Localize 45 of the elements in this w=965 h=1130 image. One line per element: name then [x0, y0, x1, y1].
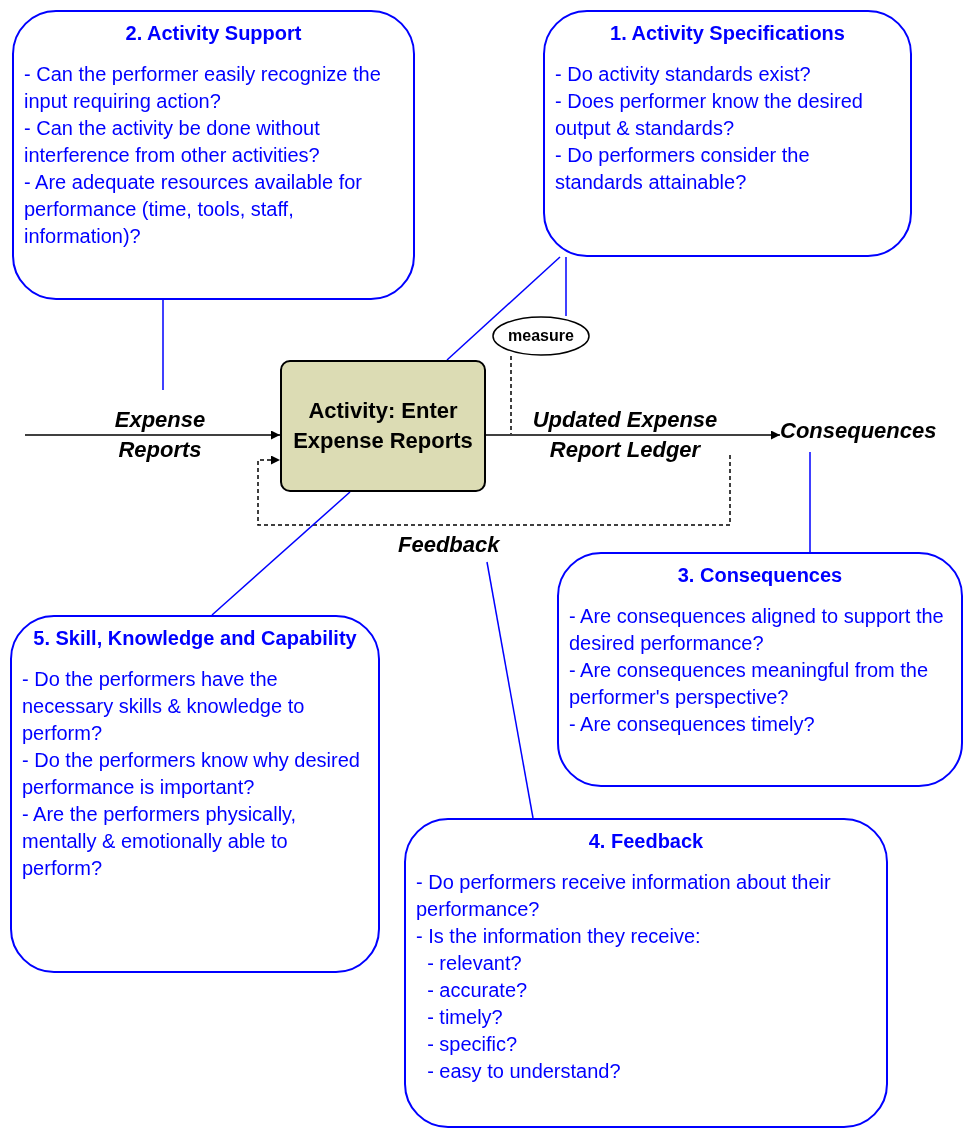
- arrow: [24, 430, 281, 440]
- question-box: [12, 10, 415, 300]
- output-text: Consequences: [780, 418, 937, 443]
- question-text: - timely?: [426, 1005, 504, 1030]
- box-heading: 4. Feedback: [587, 829, 705, 854]
- question-text: - Can the activity be done without interference from other activities?: [24, 116, 321, 168]
- connector-line: [446, 256, 561, 361]
- connector-line: [486, 561, 534, 819]
- connector-line: [809, 451, 811, 553]
- edge-label: Updated Expense Report Ledger: [531, 406, 719, 464]
- question-text: - specific?: [426, 1032, 519, 1057]
- connector-line: [565, 256, 567, 317]
- box-heading: 2. Activity Support: [124, 21, 303, 46]
- question-text: - Can the performer easily recognize the input requiring action?: [24, 62, 382, 114]
- question-text: - Do the performers know why desired performance is important?: [22, 748, 361, 800]
- question-text: - Do the performers have the necessary skills & knowledge to perform?: [22, 667, 306, 746]
- question-text: - Are consequences aligned to support the desired performance?: [569, 604, 945, 656]
- question-box: [543, 10, 912, 257]
- question-text: - relevant?: [426, 951, 523, 976]
- question-text: - Do performers consider the standards attainable?: [555, 143, 811, 195]
- edge-label: Expense Reports: [113, 406, 207, 464]
- question-text: - Does performer know the desired output & standards?: [555, 89, 864, 141]
- box-heading: 5. Skill, Knowledge and Capability: [32, 626, 358, 651]
- question-text: - easy to understand?: [426, 1059, 622, 1084]
- question-text: - Are consequences meaningful from the performer's perspective?: [569, 658, 930, 710]
- arrow: [485, 430, 781, 440]
- question-box: [10, 615, 380, 973]
- connector-line: [510, 355, 512, 435]
- question-text: - accurate?: [426, 978, 529, 1003]
- connector-line: [162, 299, 164, 391]
- question-box: [404, 818, 888, 1128]
- question-text: - Is the information they receive:: [416, 924, 702, 949]
- connector-line: [211, 491, 351, 616]
- question-text: - Are adequate resources available for performance (time, tools, staff, information)?: [24, 170, 363, 249]
- question-text: - Are the performers physically, mentally & emotionally able to perform?: [22, 802, 298, 881]
- arrow: [257, 454, 731, 526]
- question-text: - Are consequences timely?: [569, 712, 816, 737]
- measure-label: measure: [508, 327, 574, 345]
- box-heading: 1. Activity Specifications: [609, 21, 846, 46]
- box-heading: 3. Consequences: [676, 563, 844, 588]
- feedback-text: Feedback: [398, 532, 500, 557]
- question-text: - Do activity standards exist?: [555, 62, 812, 87]
- activity-box: Activity: Enter Expense Reports: [280, 360, 486, 492]
- question-box: [557, 552, 963, 787]
- question-text: - Do performers receive information about their performance?: [416, 870, 832, 922]
